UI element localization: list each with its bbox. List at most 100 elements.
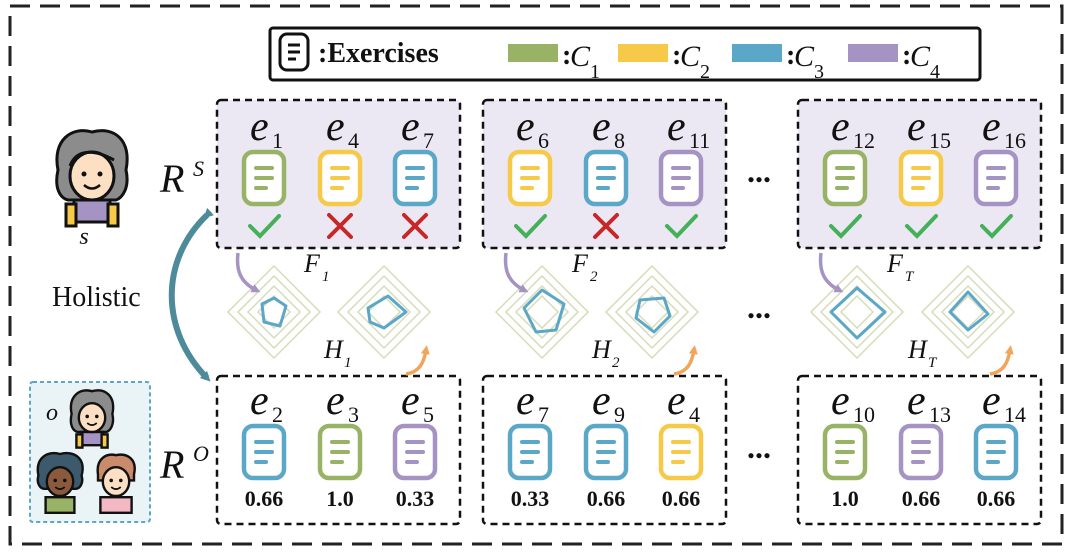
radar-chart-f [809, 264, 905, 360]
check-icon [514, 214, 547, 239]
exercise-name: e [250, 104, 269, 150]
exercise-sub: 12 [853, 128, 875, 153]
exercise-icon [658, 423, 704, 481]
others-symbol: o [46, 400, 58, 426]
other-avatar-3 [96, 453, 136, 515]
exercise-score: 1.0 [831, 486, 859, 511]
exercise-sub: 6 [538, 128, 549, 153]
legend-concept-sub: 4 [930, 61, 940, 83]
check-icon [980, 214, 1013, 239]
exercise-score: 0.66 [245, 486, 284, 511]
check-icon [829, 214, 862, 239]
profile-h-label: H [907, 335, 928, 364]
exercise-sub: 4 [348, 128, 359, 153]
student-symbol: s [79, 224, 88, 250]
exercise-name: e [982, 378, 1001, 424]
orange-arrow-icon [989, 345, 1014, 376]
radar-chart-h [336, 264, 432, 360]
exercise-icon [583, 149, 629, 207]
exercise-name: e [401, 104, 420, 150]
ellipsis-middle: ... [747, 289, 771, 325]
exercise-icon [241, 149, 287, 207]
outer-frame [8, 4, 1064, 546]
radar-chart-f [494, 264, 590, 360]
exercise-score: 0.66 [902, 486, 941, 511]
other-avatar-2 [36, 451, 84, 515]
exercise-sub: 7 [423, 128, 434, 153]
others-record-label: R O [159, 441, 209, 487]
profile-f-label: F [571, 249, 589, 278]
exercise-icon [392, 149, 438, 207]
exercise-name: e [326, 378, 345, 424]
exercise-sub: 8 [614, 128, 625, 153]
profile-h-label: H [591, 335, 612, 364]
profile-f-label: F [886, 249, 904, 278]
legend-concept-sub: 1 [590, 61, 600, 83]
exercise-icon [658, 149, 704, 207]
orange-arrow-icon [405, 345, 430, 376]
exercise-name: e [250, 378, 269, 424]
legend-colon: : [902, 40, 911, 71]
student-record-label: R S [159, 156, 204, 201]
exercise-name: e [516, 104, 535, 150]
legend-colon: : [672, 40, 681, 71]
ellipsis-bottom: ... [747, 429, 771, 465]
exercise-sub: 2 [272, 402, 283, 427]
profile-f-label: F [303, 249, 321, 278]
cross-icon [402, 213, 428, 239]
holistic-label: Holistic [52, 282, 141, 313]
check-icon [905, 214, 938, 239]
profile-f-sub: T [905, 269, 915, 285]
exercise-sub: 3 [348, 402, 359, 427]
legend-colon: : [562, 40, 571, 71]
svg-text:R: R [159, 442, 184, 487]
legend-concept-sub: 2 [700, 61, 710, 83]
exercise-icon [317, 423, 363, 481]
exercise-icon [507, 423, 553, 481]
exercise-sub: 1 [272, 128, 283, 153]
exercise-icon [317, 149, 363, 207]
legend-concept: C [910, 40, 931, 73]
exercise-score: 0.33 [396, 486, 435, 511]
check-icon [248, 214, 281, 239]
radar-chart-h [920, 264, 1016, 360]
exercise-name: e [516, 378, 535, 424]
exercise-icon [241, 423, 287, 481]
profile-h-sub: 2 [612, 355, 620, 371]
cross-icon [593, 213, 619, 239]
exercise-sub: 13 [929, 402, 951, 427]
exercise-sub: 5 [423, 402, 434, 427]
exercise-sub: 10 [853, 402, 875, 427]
student-avatar [55, 129, 129, 228]
exercise-name: e [401, 378, 420, 424]
exercise-sub: 7 [538, 402, 549, 427]
exercise-icon [822, 149, 868, 207]
exercise-name: e [667, 104, 686, 150]
legend-concept-sub: 3 [814, 61, 824, 83]
legend-swatch [508, 44, 558, 62]
legend-concept: C [794, 40, 815, 73]
exercise-sub: 9 [614, 402, 625, 427]
profile-h-sub: T [928, 355, 938, 371]
exercise-sub: 14 [1004, 402, 1026, 427]
exercise-name: e [592, 378, 611, 424]
other-avatar-1 [69, 389, 115, 449]
exercise-icon [507, 149, 553, 207]
exercise-name: e [982, 104, 1001, 150]
purple-arrow-icon [235, 252, 261, 293]
holistic-double-arrow [168, 207, 215, 382]
exercise-sub: 16 [1004, 128, 1026, 153]
legend-swatch [618, 44, 668, 62]
exercise-score: 0.66 [977, 486, 1016, 511]
check-icon [665, 214, 698, 239]
exercise-icon [973, 423, 1019, 481]
